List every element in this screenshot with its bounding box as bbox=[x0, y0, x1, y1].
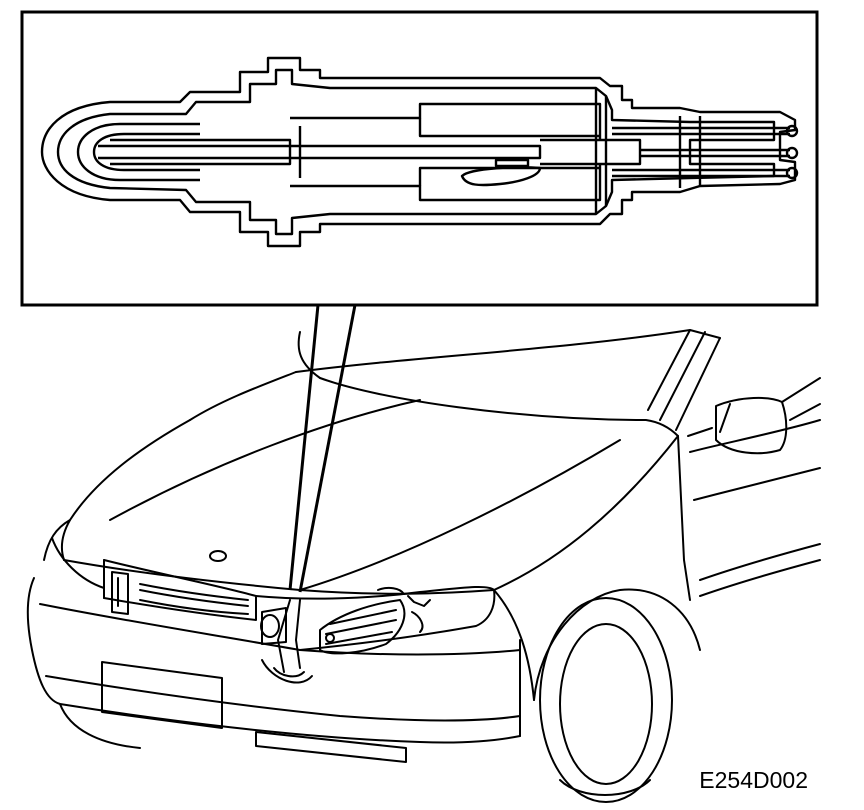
figure-code: E254D002 bbox=[699, 767, 808, 793]
sensor-inset bbox=[22, 12, 817, 305]
oxygen-sensor-cross-section bbox=[42, 58, 797, 246]
car-front-view bbox=[28, 330, 820, 802]
callout-pointer bbox=[290, 305, 355, 592]
